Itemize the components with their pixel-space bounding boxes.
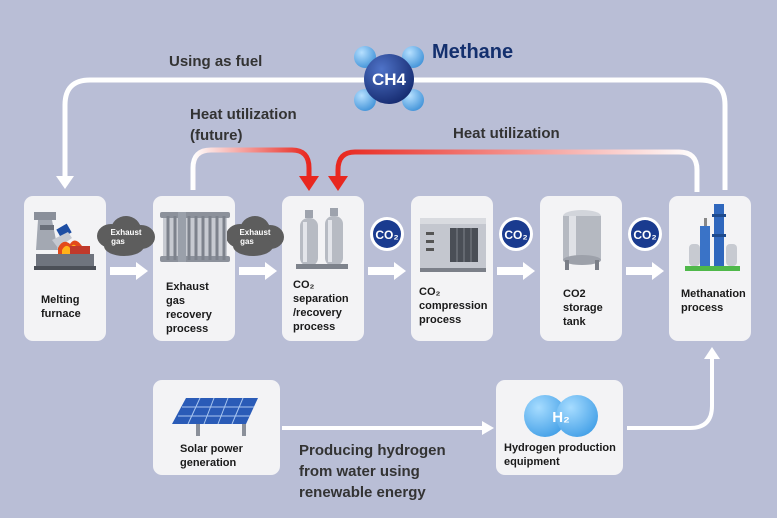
exhaust-cloud-1 bbox=[97, 216, 155, 256]
fuel-loop-arrowhead bbox=[56, 176, 74, 189]
label-methanation: Methanation process bbox=[681, 288, 746, 314]
exhaust-label-2a: Exhaust bbox=[239, 228, 270, 237]
h2-molecule-label: H₂ bbox=[552, 409, 570, 426]
co2-badge-text-2: CO₂ bbox=[504, 228, 527, 242]
flow-arrows bbox=[110, 262, 664, 280]
label-co2-separation: CO₂ separation /recovery process bbox=[293, 279, 349, 333]
co2-badge-2 bbox=[499, 217, 533, 251]
solar-panel-icon bbox=[172, 397, 258, 436]
label-exhaust-recovery: Exhaust gas recovery process bbox=[166, 281, 212, 335]
heat-arrowhead bbox=[328, 176, 348, 191]
compressor-icon bbox=[420, 218, 486, 272]
label-melting-furnace: Melting furnace bbox=[41, 294, 81, 320]
label-solar: Solar power generation bbox=[180, 443, 243, 469]
heat-future-arrow bbox=[190, 147, 312, 190]
co2-badge-1 bbox=[370, 217, 404, 251]
exhaust-label-1b: gas bbox=[111, 237, 125, 246]
hydrogen-flow-arrowhead bbox=[482, 421, 494, 435]
storage-tank-icon bbox=[563, 210, 601, 270]
exhaust-cloud-2 bbox=[226, 216, 284, 256]
gas-cylinders-icon bbox=[296, 208, 348, 269]
label-hydrogen-production: Hydrogen production equipment bbox=[504, 442, 616, 468]
co2-badge-text-3: CO₂ bbox=[633, 228, 656, 242]
heat-arrow bbox=[335, 149, 700, 192]
methane-title: Methane bbox=[432, 41, 513, 63]
h2-molecule-icon: H₂ bbox=[524, 395, 598, 437]
heat-future-arrowhead bbox=[299, 176, 319, 191]
to-methanation-arrowhead bbox=[704, 347, 720, 359]
using-as-fuel-label: Using as fuel bbox=[169, 53, 263, 70]
heat-label: Heat utilization bbox=[453, 125, 560, 142]
box-co2-storage bbox=[540, 196, 622, 341]
heat-exchanger-icon bbox=[160, 212, 230, 262]
label-co2-storage: CO2 storage tank bbox=[563, 288, 603, 328]
producing-hydrogen-label: Producing hydrogen from water using rene… bbox=[299, 442, 446, 501]
co2-badge-3 bbox=[628, 217, 662, 251]
methanation-plant-icon bbox=[685, 204, 740, 271]
to-methanation-arrow bbox=[627, 357, 714, 430]
methane-molecule-icon: CH4 bbox=[354, 46, 424, 111]
exhaust-label-2b: gas bbox=[240, 237, 254, 246]
label-co2-compression: CO₂ compression process bbox=[419, 286, 488, 326]
furnace-icon bbox=[34, 212, 96, 270]
heat-future-label: Heat utilization (future) bbox=[190, 106, 297, 144]
methane-molecule-label: CH4 bbox=[372, 70, 407, 89]
co2-badge-text-1: CO₂ bbox=[375, 228, 398, 242]
exhaust-label-1a: Exhaust bbox=[110, 228, 141, 237]
